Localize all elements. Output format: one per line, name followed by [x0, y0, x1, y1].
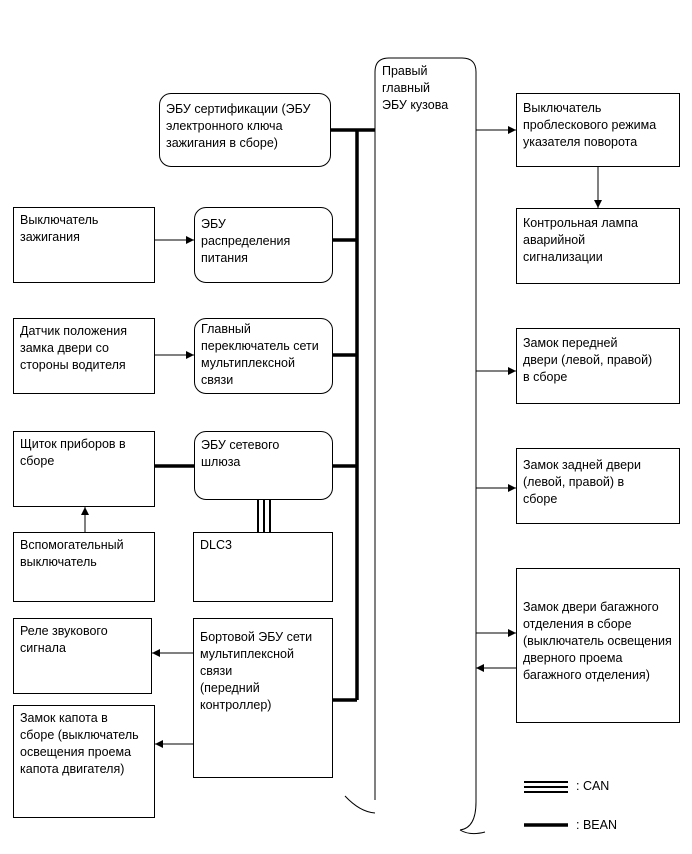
- main-ecu-outline: [374, 57, 477, 831]
- dlc3-block: DLC3: [193, 532, 333, 602]
- legend-can-label: : CAN: [576, 779, 610, 793]
- signal-arrows: [81, 126, 602, 748]
- hazard-lamp-block: Контрольная лампа аварийной сигнализации: [516, 208, 680, 284]
- legend-bean-label: : BEAN: [576, 818, 617, 832]
- power-distribution-ecu-block: ЭБУ распределения питания: [194, 207, 333, 283]
- main-ecu-label: Правый главный ЭБУ кузова: [382, 64, 449, 112]
- horn-relay-block: Реле звукового сигнала: [13, 618, 152, 694]
- can-link: [257, 500, 271, 532]
- gateway-ecu-block: ЭБУ сетевого шлюза: [194, 431, 333, 500]
- multiplex-ecu-block: Бортовой ЭБУ сети мультиплексной связи (…: [193, 618, 333, 778]
- aux-switch-block: Вспомогательный выключатель: [13, 532, 155, 602]
- multiplex-master-switch-block: Главный переключатель сети мультиплексно…: [194, 318, 333, 394]
- ignition-switch-block: Выключатель зажигания: [13, 207, 155, 283]
- luggage-door-lock-block: Замок двери багажного отделения в сборе …: [516, 568, 680, 723]
- cert-ecu-block: ЭБУ сертификации (ЭБУ электронного ключа…: [159, 93, 331, 167]
- meter-assembly-block: Щиток приборов в сборе: [13, 431, 155, 507]
- main-ecu-wave: [344, 795, 486, 835]
- turn-signal-flash-switch-block: Выключатель проблескового режима указате…: [516, 93, 680, 167]
- rear-door-lock-block: Замок задней двери (левой, правой) в сбо…: [516, 448, 680, 524]
- front-door-lock-block: Замок передней двери (левой, правой) в с…: [516, 328, 680, 404]
- legend-can-line: [524, 781, 568, 793]
- hood-lock-block: Замок капота в сборе (выключатель освеще…: [13, 705, 155, 818]
- door-lock-sensor-block: Датчик положения замка двери со стороны …: [13, 318, 155, 394]
